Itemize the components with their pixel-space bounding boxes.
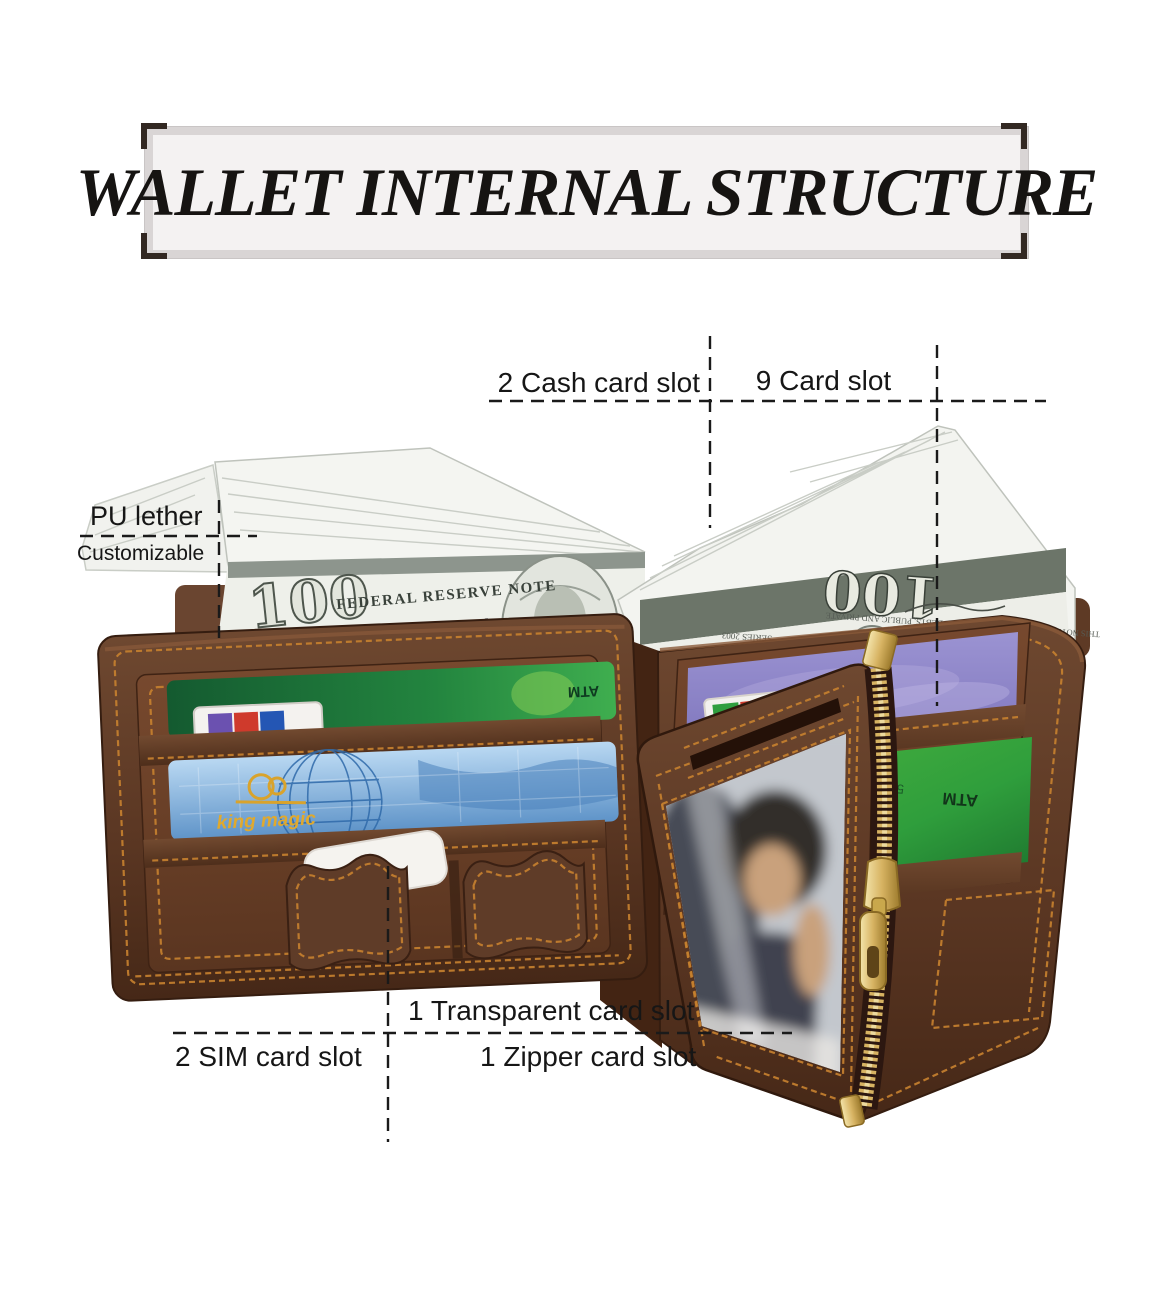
- callout-material-sub: Customizable: [77, 542, 205, 565]
- corner-bracket-icon: [141, 123, 167, 149]
- callout-zipper-slot: 1 Zipper card slot: [480, 1041, 697, 1072]
- corner-bracket-icon: [1001, 233, 1027, 259]
- left-slot-divider: [138, 715, 602, 766]
- callout-material: PU lether: [90, 501, 203, 531]
- callout-cash-slot: 2 Cash card slot: [497, 367, 700, 398]
- callout-transparent-slot: 1 Transparent card slot: [408, 995, 695, 1026]
- bill-100-right: 100: [821, 556, 942, 630]
- id-window-flap: [636, 663, 876, 1121]
- corner-bracket-icon: [1001, 123, 1027, 149]
- callout-card-slot: 9 Card slot: [755, 365, 892, 396]
- atm-text-left: ATM: [567, 682, 599, 700]
- title-box: WALLET INTERNAL STRUCTURE: [76, 127, 1098, 258]
- atm-text-right: ATM: [942, 789, 979, 810]
- page-title: WALLET INTERNAL STRUCTURE: [75, 154, 1099, 230]
- flap-slit: [690, 698, 841, 770]
- zipper-top-stop: [862, 629, 898, 671]
- sim-cutout-flaps: [285, 850, 589, 971]
- callout-sim-slot: 2 SIM card slot: [175, 1041, 362, 1072]
- zipper: [839, 629, 902, 1128]
- blue-card-brand: king magic: [216, 808, 317, 833]
- blue-card: king magic: [168, 741, 619, 855]
- corner-bracket-icon: [141, 233, 167, 259]
- bill-border-band: [640, 548, 1066, 645]
- callout-lines: [80, 336, 1046, 1142]
- wallet-left-panel: ATM: [97, 613, 649, 1002]
- zipper-bottom-stop: [839, 1094, 865, 1128]
- cash-stack-right: 100 SERIES 2003 THIS NOTE IS LEGAL TENDE…: [617, 425, 1100, 675]
